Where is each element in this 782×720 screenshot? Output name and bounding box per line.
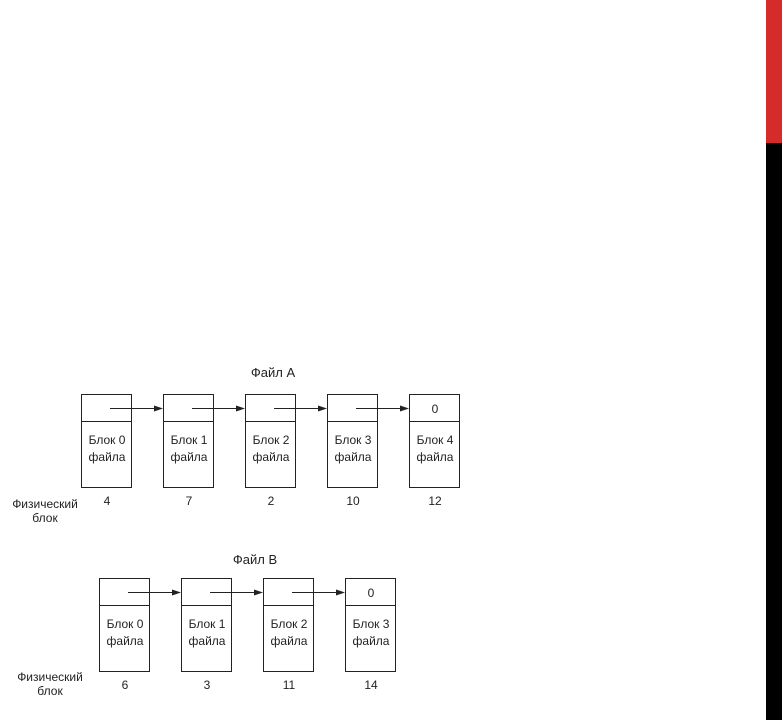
physical-block-number: 2 [268,494,275,508]
arrow-head [172,589,181,596]
file-block [245,394,296,488]
block-label: Блок 3 [353,617,390,631]
file-block [99,578,150,672]
physical-block-number: 7 [186,494,193,508]
physical-block-number: 4 [104,494,111,508]
file-block [409,394,460,488]
block-label: файла [89,450,126,464]
physical-block-number: 6 [122,678,129,692]
block-label: Блок 1 [171,433,208,447]
block-label: файла [189,634,226,648]
physical-block-label-line: Физический [17,670,83,684]
arrow-head [336,589,345,596]
side-bar-accent [766,0,782,143]
block-label: Блок 0 [89,433,126,447]
block-rect [409,394,460,488]
block-rect [345,578,396,672]
physical-block-number: 11 [283,678,296,692]
block-label: файла [335,450,372,464]
block-rect [181,578,232,672]
block-label: Блок 3 [335,433,372,447]
side-bar [766,0,782,720]
arrow-head [318,405,327,412]
physical-block-label-line: блок [32,511,58,525]
file-block [263,578,314,672]
pointer-value: 0 [432,402,439,416]
file-block [345,578,396,672]
block-rect [263,578,314,672]
block-label: Блок 2 [253,433,290,447]
file-block [163,394,214,488]
arrow-head [154,405,163,412]
file-block [327,394,378,488]
block-label: файла [107,634,144,648]
physical-block-label-line: блок [37,684,63,698]
file-title: Файл A [251,365,296,380]
block-label: Блок 0 [107,617,144,631]
physical-block-number: 10 [346,494,360,508]
physical-block-number: 12 [428,494,442,508]
block-rect [327,394,378,488]
arrow-head [254,589,263,596]
block-rect [163,394,214,488]
arrow-head [400,405,409,412]
block-label: файла [253,450,290,464]
arrow-head [236,405,245,412]
block-label: файла [171,450,208,464]
file-block [181,578,232,672]
block-label: Блок 2 [271,617,308,631]
block-rect [99,578,150,672]
file-block [81,394,132,488]
pointer-value: 0 [368,586,375,600]
block-label: файла [353,634,390,648]
physical-block-number: 14 [364,678,378,692]
file-title: Файл B [233,552,277,567]
block-rect [81,394,132,488]
physical-block-number: 3 [204,678,211,692]
block-rect [245,394,296,488]
block-label: Блок 4 [417,433,454,447]
block-label: файла [271,634,308,648]
physical-block-label-line: Физический [12,497,78,511]
block-label: Блок 1 [189,617,226,631]
block-label: файла [417,450,454,464]
